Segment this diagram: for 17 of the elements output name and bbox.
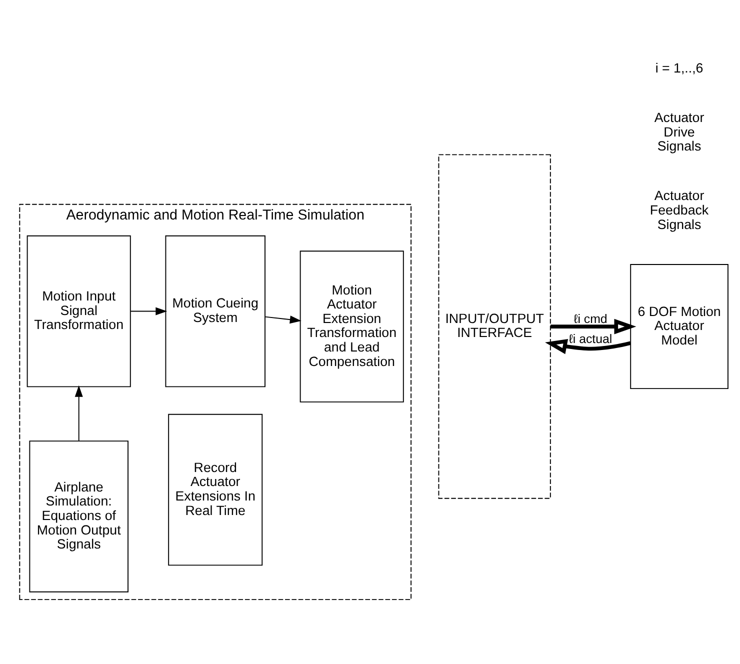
edge-label: ℓi cmd bbox=[574, 312, 608, 326]
node-box: Airplane Simulation: Equations of Motion Output Signals bbox=[29, 440, 128, 592]
node-box: Motion Input Signal Transformation bbox=[26, 234, 131, 387]
arrow bbox=[550, 318, 636, 334]
arrow bbox=[545, 338, 631, 354]
arrow bbox=[130, 306, 168, 315]
node-box: INPUT/OUTPUT INTERFACE bbox=[438, 154, 551, 498]
node-box: Motion Actuator Extension Transformation and Lead Compensation bbox=[300, 250, 404, 402]
arrow bbox=[264, 315, 302, 324]
arrow bbox=[74, 384, 83, 441]
node-box: Record Actuator Extensions In Real Time bbox=[168, 413, 263, 566]
edge-label: ℓi actual bbox=[568, 332, 612, 346]
node-box: 6 DOF Motion Actuator Model bbox=[630, 264, 728, 389]
node-box: Motion Cueing System bbox=[165, 234, 266, 387]
label: i = 1,..,6 bbox=[655, 60, 704, 75]
label: Actuator Feedback Signals bbox=[650, 188, 709, 232]
label: Actuator Drive Signals bbox=[654, 109, 704, 154]
